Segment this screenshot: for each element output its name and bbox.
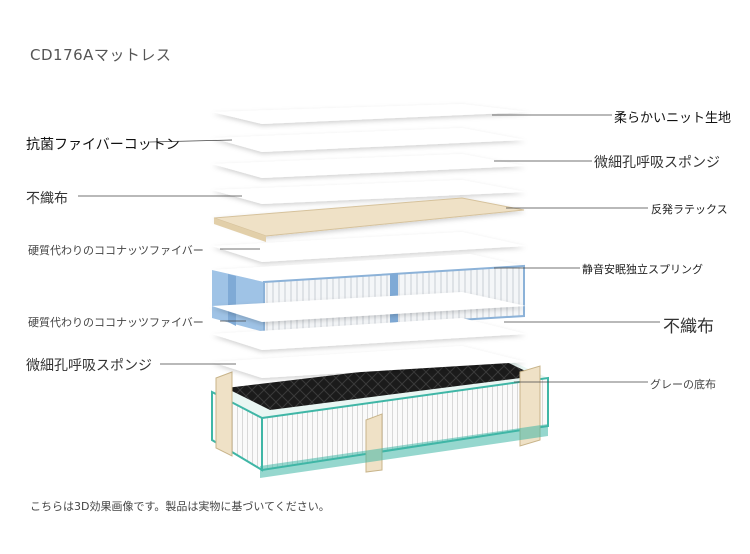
layer-sheet-2 — [212, 128, 526, 152]
label-coconut-fiber-1: 硬質代わりのココナッツファイバー — [28, 244, 204, 257]
layer-sheet-1 — [212, 104, 530, 124]
layer-sheet-5 — [212, 232, 526, 262]
footnote: こちらは3D効果画像です。製品は実物に基づいてください。 — [30, 500, 330, 513]
label-breathable-sponge-left: 微細孔呼吸スポンジ — [26, 358, 152, 374]
layer-sheet-3 — [212, 154, 526, 178]
label-gray-bottom-fabric: グレーの底布 — [650, 378, 716, 391]
layer-sheet-4 — [212, 180, 526, 204]
label-breathable-sponge-right: 微細孔呼吸スポンジ — [594, 155, 720, 171]
page-title: CD176Aマットレス — [30, 46, 172, 64]
leader-lines — [78, 114, 660, 383]
layer-latex — [213, 197, 525, 242]
label-antibacterial-fiber: 抗菌ファイバーコットン — [26, 137, 180, 153]
label-nonwoven-right: 不織布 — [663, 317, 714, 337]
layer-sheet-7 — [212, 318, 526, 350]
label-soft-knit: 柔らかいニット生地 — [614, 111, 732, 126]
label-latex: 反発ラテックス — [651, 203, 728, 216]
label-nonwoven-left: 不織布 — [26, 191, 68, 207]
label-pocket-spring: 静音安眠独立スプリング — [582, 263, 703, 276]
layer-sheet-6 — [212, 292, 526, 322]
label-coconut-fiber-2: 硬質代わりのココナッツファイバー — [28, 316, 204, 329]
layer-sheet-8 — [212, 346, 526, 378]
mattress-base — [211, 356, 549, 478]
